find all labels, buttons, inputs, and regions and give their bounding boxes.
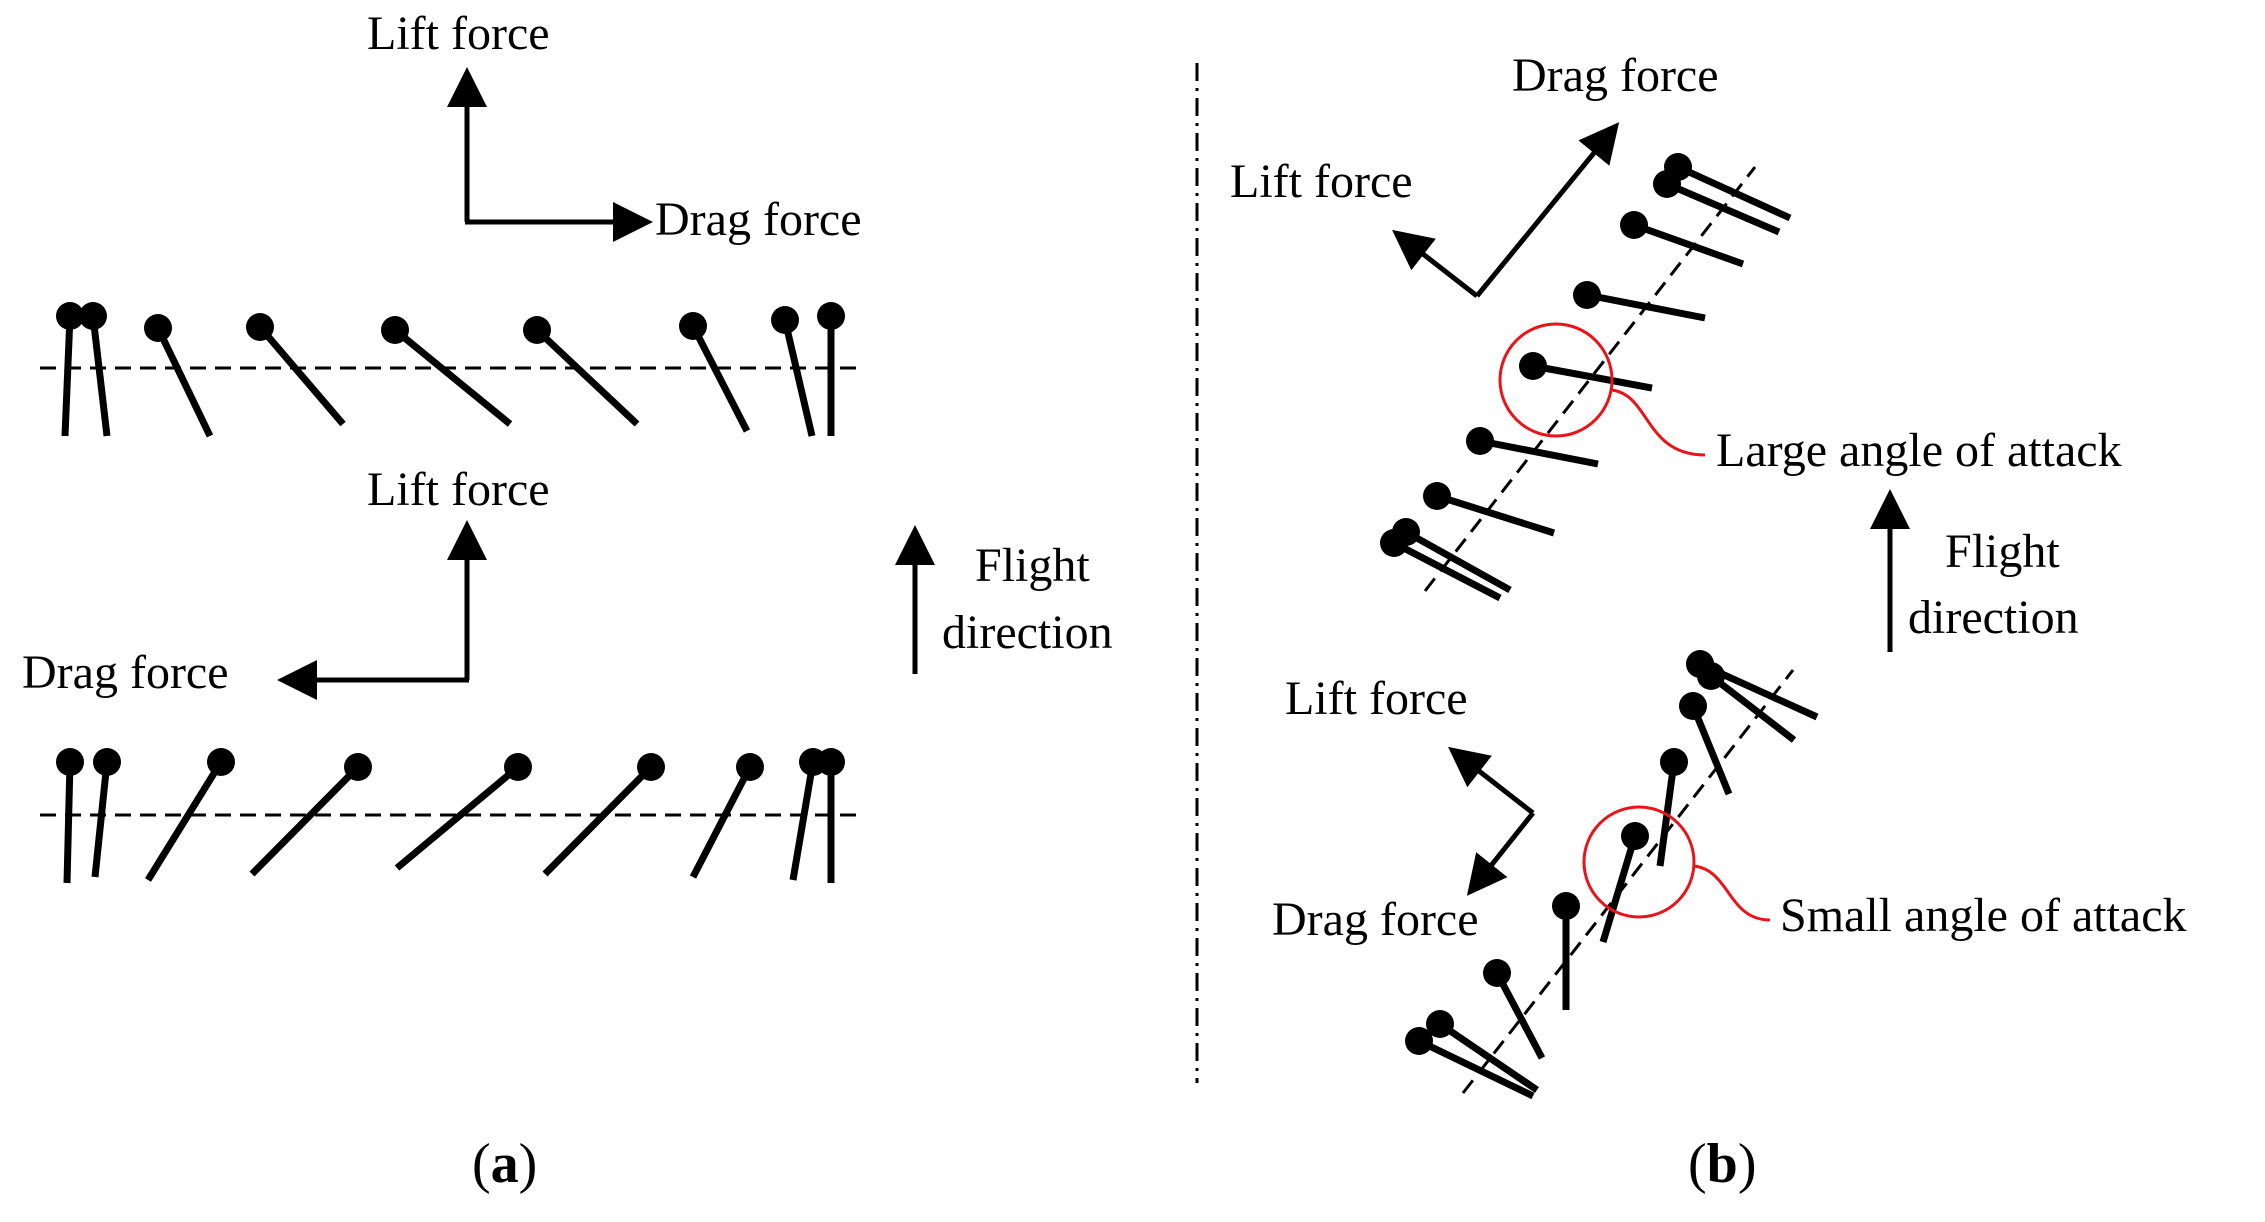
panel-b: Drag force Lift force — [1230, 49, 2187, 1195]
panel-a-downstroke-wing-sections — [40, 748, 865, 884]
drag-force-label: Drag force — [1272, 893, 1479, 946]
panel-b-upstroke-force-axes: Drag force Lift force — [1230, 49, 1719, 298]
highlight-circle — [1498, 322, 1614, 438]
wing-section — [1653, 170, 1781, 236]
panel-a-upstroke-force-axes: Lift force Drag force — [367, 7, 862, 246]
lift-force-arrow — [1448, 746, 1535, 815]
wing-section — [1483, 959, 1546, 1060]
panel-b-flight-direction: Flight direction — [1870, 489, 2079, 652]
highlight-circle — [1582, 805, 1696, 919]
flight-direction-label-line2: direction — [1908, 591, 2079, 644]
wing-section — [1679, 692, 1733, 796]
panel-b-caption: (b) — [1688, 1133, 1756, 1195]
flight-direction-label-line2: direction — [942, 606, 1113, 659]
drag-force-label: Drag force — [22, 646, 229, 699]
wing-section — [817, 748, 845, 883]
wing-section — [1620, 211, 1745, 268]
wing-section — [1380, 529, 1502, 602]
panel-b-downstroke-force-axes: Lift force Drag force — [1272, 672, 1535, 946]
wing-section — [1423, 482, 1556, 537]
panel-b-caption-letter: b — [1707, 1133, 1738, 1195]
wing-section — [79, 302, 111, 437]
callout-leader — [1693, 864, 1771, 922]
wing-section — [1405, 1027, 1535, 1100]
wing-section — [679, 312, 751, 433]
wing-section — [246, 313, 346, 427]
panel-a: Lift force Drag force — [22, 7, 1113, 1195]
wing-section — [394, 753, 532, 871]
lift-force-arrow — [1392, 229, 1479, 298]
wing-section — [523, 316, 640, 427]
wing-section — [542, 753, 665, 877]
wing-section — [1466, 427, 1599, 468]
stroke-plane-line — [1423, 166, 1757, 592]
wing-section — [1552, 892, 1580, 1010]
wing-section — [91, 748, 121, 878]
wing-section — [1599, 822, 1649, 944]
drag-force-arrow — [1466, 811, 1535, 896]
wing-section — [1697, 662, 1797, 743]
panel-a-flight-direction: Flight direction — [895, 525, 1113, 674]
wing-section — [1519, 352, 1653, 392]
wing-section — [1656, 748, 1688, 867]
wing-section — [817, 302, 845, 436]
stroke-plane-line — [1461, 669, 1795, 1094]
flight-direction-label-line1: Flight — [1945, 525, 2060, 578]
small-angle-of-attack-callout: Small angle of attack — [1582, 805, 2187, 942]
small-angle-of-attack-label: Small angle of attack — [1780, 889, 2187, 942]
wing-section — [144, 314, 214, 438]
drag-force-label: Drag force — [1512, 49, 1719, 102]
wing-section — [56, 748, 84, 884]
lift-force-label: Lift force — [367, 463, 550, 516]
flight-direction-label-line1: Flight — [975, 539, 1090, 592]
lift-force-label: Lift force — [1285, 672, 1468, 725]
panel-a-downstroke-force-axes: Lift force Drag force — [22, 463, 550, 700]
lift-force-label: Lift force — [1230, 155, 1413, 208]
large-angle-of-attack-callout: Large angle of attack — [1498, 322, 2122, 477]
drag-force-arrow — [1475, 122, 1620, 298]
wing-section — [249, 753, 372, 877]
drag-force-label: Drag force — [655, 193, 862, 246]
wing-section — [689, 753, 764, 879]
wing-section — [381, 316, 513, 427]
panel-a-upstroke-wing-sections — [40, 302, 865, 438]
panel-b-upstroke-wing-sections — [1380, 153, 1792, 602]
panel-a-caption: (a) — [472, 1133, 537, 1195]
panel-a-caption-letter: a — [491, 1133, 519, 1195]
callout-leader — [1611, 388, 1706, 457]
wing-section — [56, 302, 84, 437]
panel-b-downstroke-wing-sections — [1405, 650, 1819, 1100]
large-angle-of-attack-label: Large angle of attack — [1716, 424, 2122, 477]
wing-section — [771, 306, 816, 437]
wing-section — [145, 748, 235, 882]
wing-section — [1426, 1010, 1539, 1093]
lift-force-label: Lift force — [367, 7, 550, 60]
wing-section — [1573, 281, 1706, 322]
